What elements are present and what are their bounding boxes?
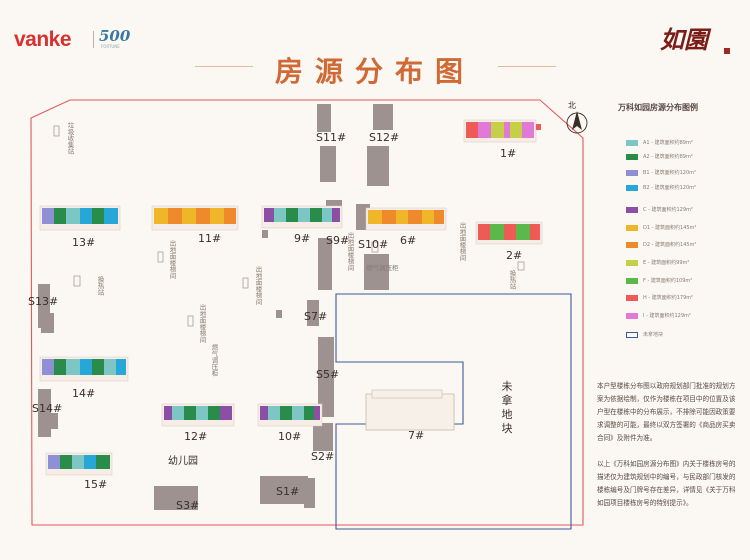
north-label: 北 (568, 101, 576, 110)
s3-block (154, 486, 198, 510)
legend-item-a2: A2 - 建筑面积约89m² (626, 152, 693, 161)
unused-parcel (335, 293, 572, 530)
label-6: 6# (400, 234, 416, 247)
label-1: 1# (500, 147, 516, 160)
building-9 (261, 205, 343, 229)
stair-exit-label-5: 出地面楼梯间 (458, 222, 466, 261)
disclaimer-note-1: 本户型楼栋分布图以政府规划部门批准的规划方案为依据绘制，仅作为楼栋在项目中的位置… (597, 382, 736, 442)
disclaimer-note-2: 以上《万科如园房源分布图》内关于楼栋房号的描述仅为建筑规划中的编号，与民政部门核… (597, 460, 736, 507)
label-15: 15# (84, 478, 107, 491)
s10-block-b (364, 254, 389, 290)
s12-block-b (367, 146, 389, 186)
building-15 (45, 452, 113, 476)
legend-item-b1: B1 - 建筑面积约120m² (626, 168, 696, 177)
logo-divider (93, 31, 94, 48)
building-7-outline (365, 393, 455, 431)
building-2 (475, 221, 543, 245)
title-line-left (195, 66, 253, 67)
gas-cabinet-label-2: 燃气调压柜 (366, 264, 399, 272)
building-14 (39, 356, 129, 382)
ruyuan-seal-icon (724, 48, 730, 54)
label-14: 14# (72, 387, 95, 400)
label-12: 12# (184, 430, 207, 443)
s7-block (307, 300, 319, 326)
legend-item-f: F - 建筑面积约109m² (626, 276, 692, 285)
gas-cabinet-label-1: 燃气调压柜 (210, 344, 218, 377)
building-13 (39, 205, 121, 231)
stair-exit-label-4: 出地面楼梯间 (346, 232, 354, 271)
s1-block-b (304, 478, 315, 508)
building-1 (463, 119, 541, 143)
s9-block-b (318, 238, 332, 290)
s12-block (373, 104, 393, 130)
unused-parcel-label: 未拿地块 (501, 380, 513, 435)
label-s10: S10# (358, 238, 388, 251)
legend-item-a1: A1 - 建筑面积约89m² (626, 138, 693, 147)
label-7: 7# (408, 429, 424, 442)
label-9: 9# (294, 232, 310, 245)
title-line-right (498, 66, 556, 67)
label-s11: S11# (316, 131, 346, 144)
legend-item-c: C - 建筑面积约129m² (626, 205, 693, 214)
label-10: 10# (278, 430, 301, 443)
vanke-500-sub: FORTUNE (101, 44, 120, 49)
s13-block-b (41, 313, 54, 333)
small-block-a (262, 230, 268, 238)
site-boundary (30, 99, 584, 526)
label-s5: S5# (316, 368, 339, 381)
legend-item-i: I - 建筑面积约129m² (626, 311, 691, 320)
stair-exit-label-2: 出地面楼梯间 (254, 266, 262, 305)
garbage-station-label: 垃圾收集站 (66, 122, 74, 155)
label-s2: S2# (311, 450, 334, 463)
kindergarten-label: 幼儿园 (168, 456, 198, 467)
label-s9: S9# (326, 234, 349, 247)
s5-block (318, 337, 334, 417)
facility-boxes (53, 125, 525, 327)
label-s13: S13# (28, 295, 58, 308)
s11-block (317, 104, 331, 132)
building-10 (257, 403, 323, 427)
s2-block (313, 423, 333, 451)
label-s3: S3# (176, 499, 199, 512)
vanke-500-logo: 500 (99, 27, 131, 45)
stair-exit-label-3: 出地面楼梯间 (198, 304, 206, 343)
s11-block-b (320, 146, 336, 182)
legend-item-d1: D1 - 建筑面积约145m² (626, 223, 696, 232)
ruyuan-logo: 如園 (660, 25, 708, 54)
page-title: 房源分布图 (274, 55, 475, 88)
s14-block-b (48, 413, 58, 429)
label-s7: S7# (304, 310, 327, 323)
stair-exit-label-1: 出地面楼梯间 (168, 240, 176, 279)
compass-arrow-icon (566, 111, 588, 134)
building-12 (161, 403, 235, 427)
s1-block (260, 476, 308, 504)
heat-station-label-2: 换热站 (508, 270, 516, 290)
legend-item-e: E - 建筑面积约99m² (626, 258, 689, 267)
s14-block (38, 389, 51, 437)
label-2: 2# (506, 249, 522, 262)
label-s1: S1# (276, 485, 299, 498)
label-s14: S14# (32, 402, 62, 415)
legend-item-h: H - 建筑面积约179m² (626, 293, 693, 302)
legend-item-unused: 未拿地块 (626, 330, 663, 339)
label-13: 13# (72, 236, 95, 249)
small-block-b (276, 310, 282, 318)
service-blocks (38, 104, 393, 510)
legend-title: 万科如园房源分布图例 (618, 103, 698, 112)
label-11: 11# (198, 232, 221, 245)
building-6 (365, 207, 447, 231)
legend-item-b2: B2 - 建筑面积约120m² (626, 183, 696, 192)
label-s12: S12# (369, 131, 399, 144)
building-7-wing (371, 389, 443, 399)
vanke-logo: vanke (14, 28, 72, 51)
heat-station-label-1: 换热站 (96, 276, 104, 296)
building-11 (151, 205, 239, 231)
legend-item-d2: D2 - 建筑面积约145m² (626, 240, 696, 249)
